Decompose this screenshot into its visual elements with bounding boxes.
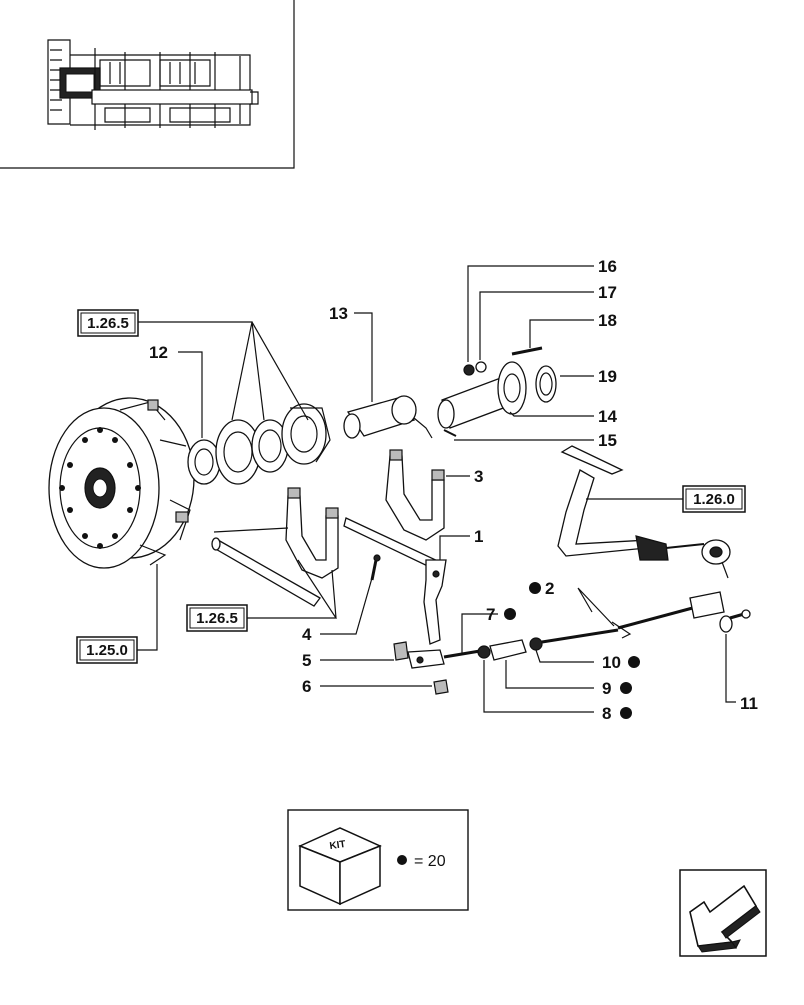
ref-leader-mid: [247, 559, 338, 619]
pin-4: [370, 554, 381, 581]
ref-box-top[interactable]: 1.26.5: [77, 309, 139, 337]
callout-4: 4: [302, 625, 312, 644]
kit-marker-7: [504, 608, 516, 620]
kit-markers: [504, 582, 640, 719]
kit-box-icon: KIT: [298, 827, 382, 906]
release-sleeve: [343, 395, 433, 439]
thumbnail-panel: [0, 0, 295, 169]
callout-5: 5: [302, 651, 311, 670]
clutch-rod: [393, 591, 725, 695]
ref-label-mid: 1.26.5: [196, 610, 238, 627]
callout-13: 13: [329, 304, 348, 323]
callout-19: 19: [598, 367, 617, 386]
callout-16: 16: [598, 257, 617, 276]
kit-legend-dot: [397, 855, 407, 865]
callout-6: 6: [302, 677, 311, 696]
shift-fork-upper: [385, 449, 445, 541]
callout-17: 17: [598, 283, 617, 302]
ref-leader-clutch: [137, 564, 158, 651]
callout-numbers: 16 17 18 19 14 15 13 12 3 1 2 7 4 5 6 10…: [149, 257, 758, 723]
guide-tube: [437, 346, 557, 437]
transmission-thumbnail: [45, 38, 259, 130]
callout-3: 3: [474, 467, 483, 486]
release-lever: [343, 517, 447, 645]
clevis-pin-11: [719, 609, 751, 633]
callout-2: 2: [545, 579, 554, 598]
callout-11: 11: [740, 694, 758, 713]
ref-box-pedal[interactable]: 1.26.0: [682, 485, 746, 513]
ref-box-mid[interactable]: 1.26.5: [186, 604, 248, 632]
ref-label-clutch: 1.25.0: [86, 642, 128, 659]
callout-8: 8: [602, 704, 611, 723]
kit-marker-8: [620, 707, 632, 719]
clutch-assembly: [48, 397, 195, 569]
navigation-arrow-icon[interactable]: [679, 869, 767, 957]
callout-leaders: [178, 265, 736, 713]
ref-box-clutch[interactable]: 1.25.0: [76, 636, 138, 664]
callout-9: 9: [602, 679, 611, 698]
callout-1: 1: [474, 527, 483, 546]
bearing-rings: [187, 403, 331, 485]
kit-legend: KIT = 20: [287, 809, 469, 911]
ref-leader-top: [138, 321, 309, 421]
kit-marker-2: [529, 582, 541, 594]
callout-7: 7: [486, 605, 495, 624]
kit-marker-10: [628, 656, 640, 668]
callout-10: 10: [602, 653, 621, 672]
callout-12: 12: [149, 343, 168, 362]
callout-18: 18: [598, 311, 617, 330]
fork-shaft: [211, 527, 321, 607]
callout-14: 14: [598, 407, 617, 426]
shift-fork-lower: [285, 487, 339, 579]
kit-marker-9: [620, 682, 632, 694]
callout-15: 15: [598, 431, 617, 450]
clutch-pedal: [557, 445, 731, 579]
ref-label-top: 1.26.5: [87, 315, 129, 332]
kit-legend-text: = 20: [414, 853, 446, 870]
ref-label-pedal: 1.26.0: [693, 491, 735, 508]
kit-box-label: KIT: [329, 839, 346, 852]
